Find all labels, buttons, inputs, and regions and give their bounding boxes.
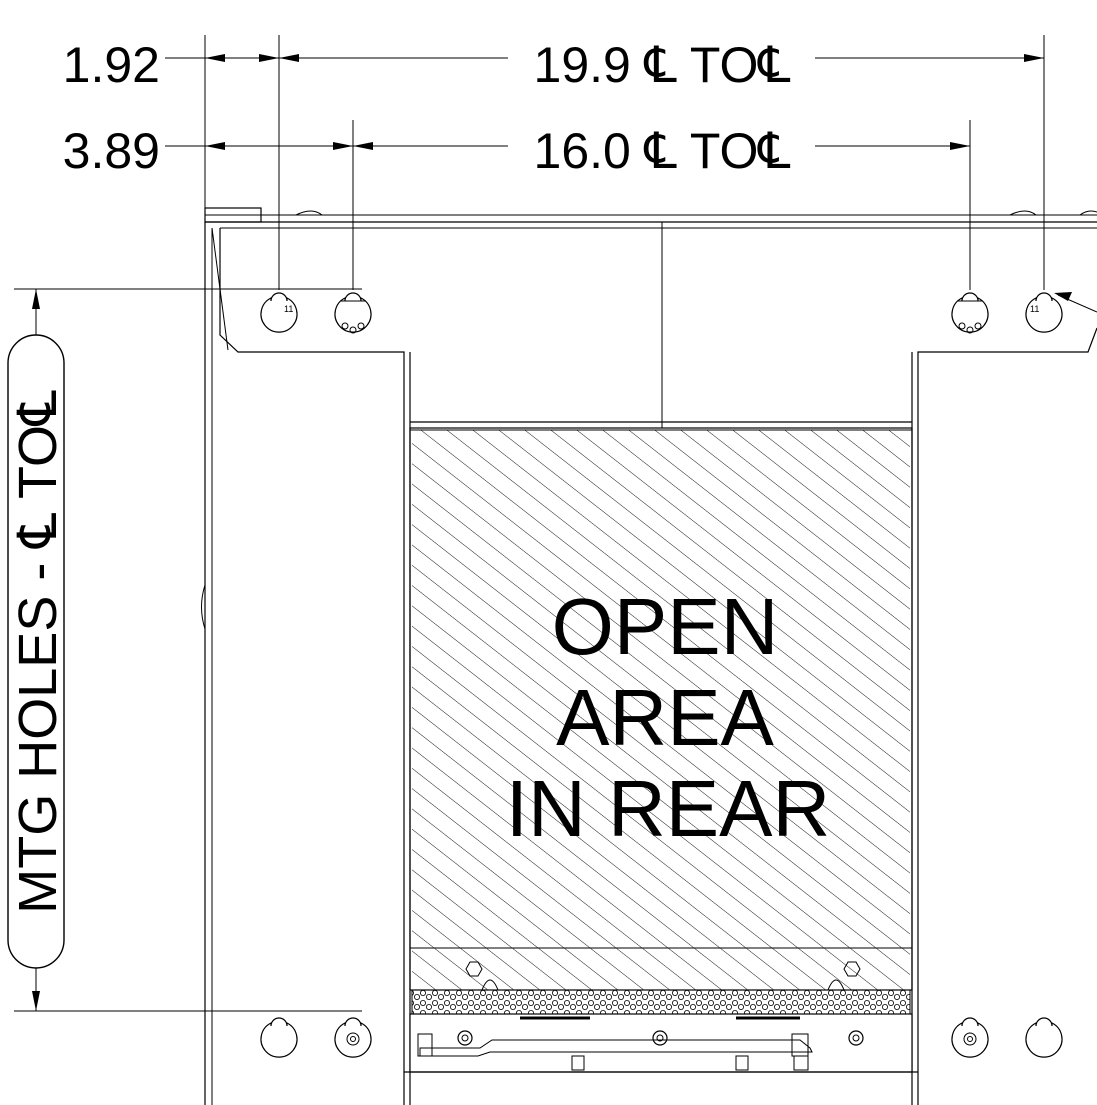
dim-outer-left-text: 1.92 (63, 37, 160, 93)
dim-inner-span-text: 16.0 ℄ TO℄ (534, 123, 791, 179)
top-dimension-group: 1.92 19.9 ℄ TO℄ 3.89 16.0 ℄ TO℄ (63, 35, 1045, 290)
open-area-line1: OPEN (552, 582, 779, 671)
keyhole-bottom-right-outer (1025, 1017, 1063, 1058)
keyhole-bottom-left-outer (260, 1017, 298, 1058)
open-area-region: OPEN AREA IN REAR (409, 421, 913, 991)
dim-vertical-text: MTG HOLES - ℄ TO℄ (8, 390, 68, 914)
keyhole-top-right-inner (951, 292, 989, 334)
keyhole-top-left-inner (334, 292, 372, 334)
open-area-line2: AREA (556, 673, 774, 762)
vertical-dimension-group: MTG HOLES - ℄ TO℄ (7, 288, 362, 1012)
keyhole-top-left-outer: 11 (260, 292, 298, 333)
bottom-rail (404, 961, 918, 1073)
dim-outer-span-text: 19.9 ℄ TO℄ (534, 37, 791, 93)
hole-label-top-left: 11 (284, 304, 293, 314)
keyhole-top-right-outer: 11 (1025, 292, 1097, 333)
hole-label-top-right: 11 (1030, 304, 1039, 314)
dim-inner-left-text: 3.89 (63, 123, 160, 179)
keyhole-bottom-left-inner (334, 1017, 372, 1058)
open-area-line3: IN REAR (506, 764, 831, 853)
mounting-holes: 11 11 (260, 292, 1097, 1058)
keyhole-bottom-right-inner (951, 1017, 989, 1058)
